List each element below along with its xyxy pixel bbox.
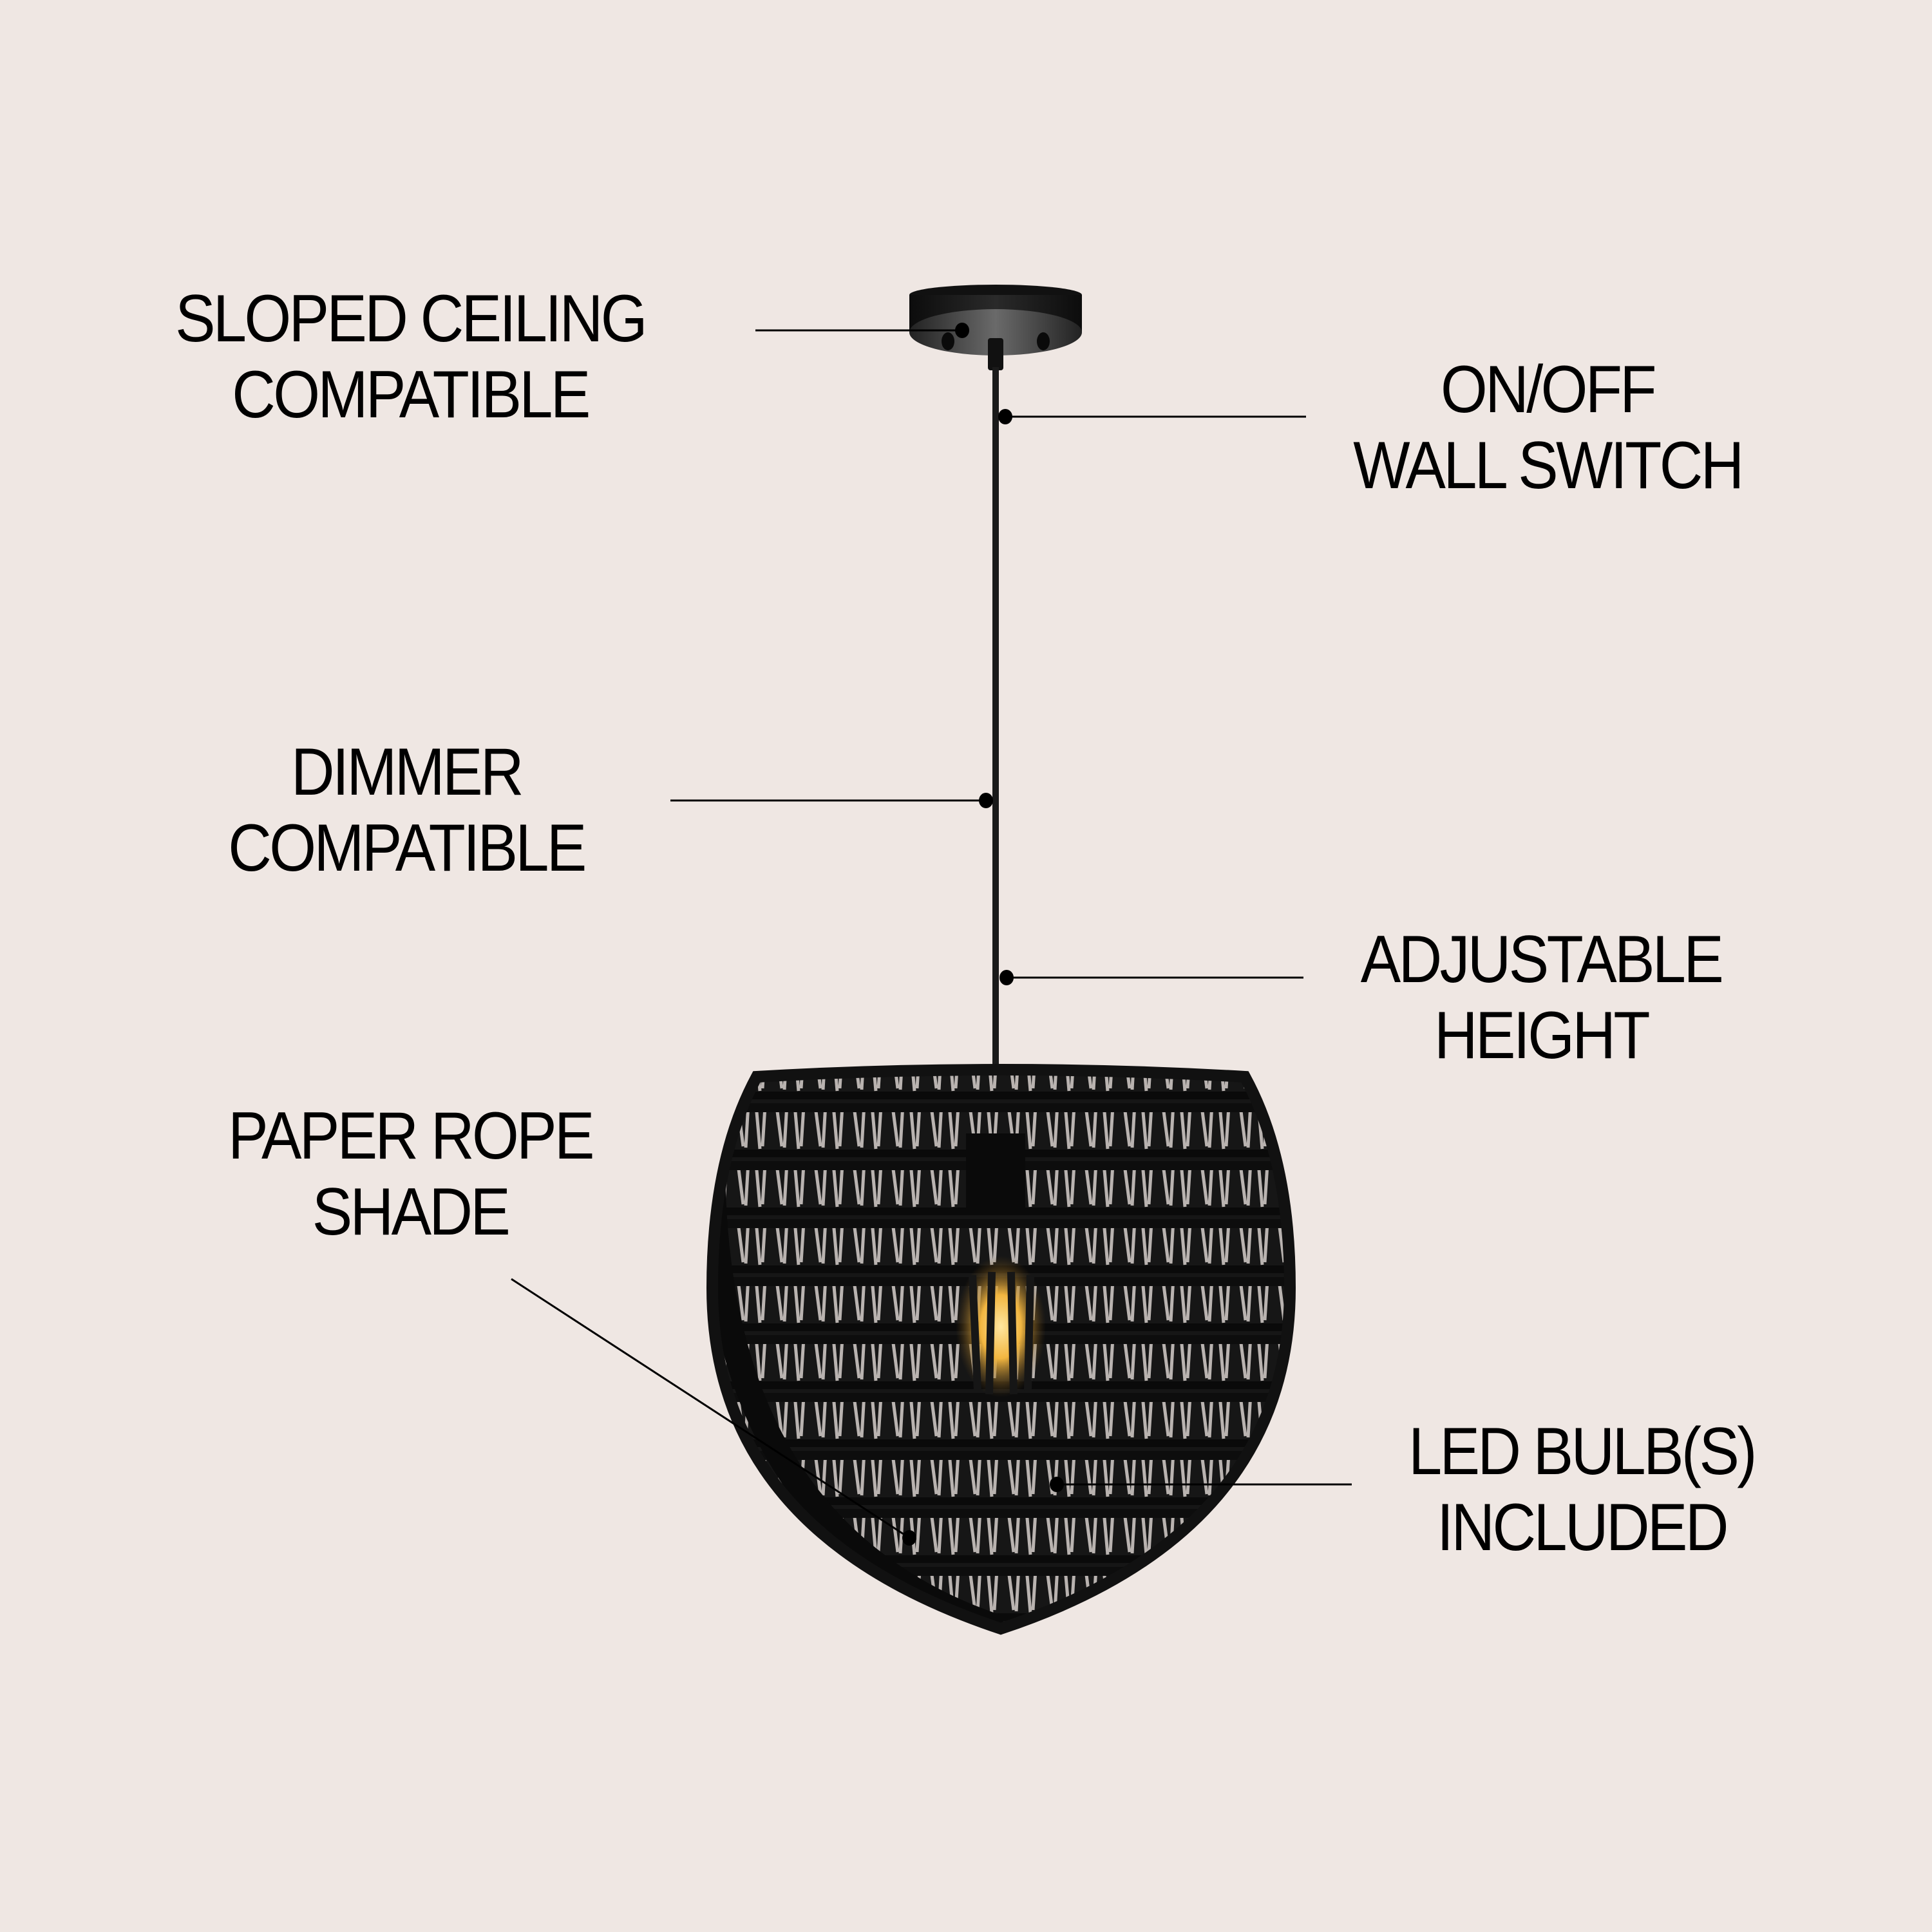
callout-line2: COMPATIBLE (232, 357, 591, 432)
ceiling-canopy (909, 285, 1082, 370)
callout-sloped-ceiling: SLOPED CEILING COMPATIBLE (120, 281, 700, 433)
callout-line2: WALL SWITCH (1353, 428, 1744, 503)
callout-led-bulbs: LED BULB(S) INCLUDED (1292, 1414, 1871, 1566)
callout-paper-rope-shade: PAPER ROPE SHADE (120, 1098, 700, 1250)
callout-dots (902, 323, 1064, 1546)
callout-wall-switch: ON/OFF WALL SWITCH (1258, 352, 1837, 504)
callout-dimmer: DIMMER COMPATIBLE (117, 734, 696, 886)
callout-line2: COMPATIBLE (228, 811, 587, 886)
callout-adjustable-height: ADJUSTABLE HEIGHT (1251, 922, 1831, 1074)
callout-lines (511, 329, 1352, 1539)
callout-line1: ADJUSTABLE (1360, 922, 1724, 997)
callout-line2: HEIGHT (1434, 998, 1651, 1073)
callout-line1: DIMMER (291, 735, 524, 810)
callout-line2: INCLUDED (1437, 1490, 1728, 1565)
callout-line1: LED BULB(S) (1408, 1414, 1757, 1489)
callout-line2: SHADE (312, 1175, 511, 1249)
callout-line1: PAPER ROPE (228, 1099, 594, 1173)
callout-line1: SLOPED CEILING (175, 281, 647, 356)
paper-rope-shade (706, 1064, 1296, 1635)
callout-line1: ON/OFF (1441, 352, 1657, 427)
